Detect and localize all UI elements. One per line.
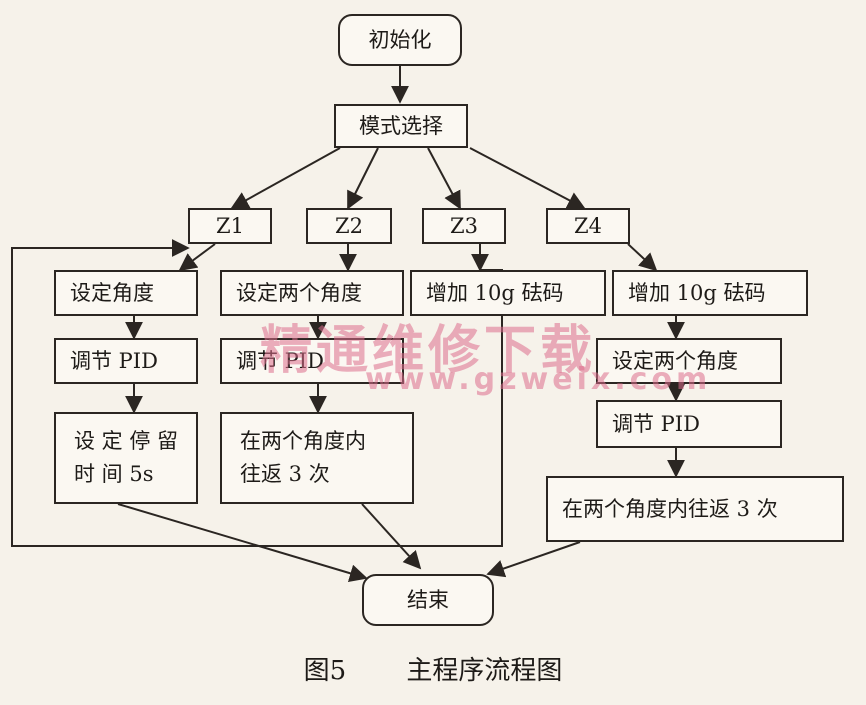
figure-caption: 图5 主程序流程图 — [0, 650, 866, 687]
node-z2-label: Z2 — [335, 213, 363, 238]
node-z2-reciprocate-label: 在两个角度内 往返 3 次 — [240, 429, 366, 486]
node-z4-adjust-pid: 调节 PID — [596, 400, 782, 448]
figure-caption-label: 图5 — [303, 656, 347, 686]
arrow-c4-to-end — [486, 541, 581, 578]
arrow-mode-to-z1 — [230, 147, 341, 209]
node-z4-adjust-pid-label: 调节 PID — [612, 411, 700, 436]
node-z2-adjust-pid: 调节 PID — [220, 338, 404, 384]
arrow-c1-to-end — [117, 503, 368, 582]
node-z4-label: Z4 — [574, 213, 602, 238]
node-z1-label: Z1 — [216, 213, 244, 238]
node-z4-add-weight-label: 增加 10g 砝码 — [628, 280, 766, 305]
arrow-z4-to-add-weight — [627, 243, 658, 272]
node-z3-label: Z3 — [450, 213, 478, 238]
figure-caption-title: 主程序流程图 — [406, 656, 563, 686]
node-z1-set-stay-time-label: 设 定 停 留 时 间 5s — [74, 429, 179, 486]
node-mode-select-label: 模式选择 — [359, 113, 443, 138]
arrow-z1-to-set-angle — [178, 243, 216, 272]
watermark-url: www.gzweix.com — [365, 362, 712, 397]
arrow-mode-to-z4 — [469, 147, 586, 209]
node-z1-set-angle: 设定角度 — [54, 270, 198, 316]
node-z2-reciprocate: 在两个角度内 往返 3 次 — [220, 412, 414, 504]
node-z1-set-stay-time: 设 定 停 留 时 间 5s — [54, 412, 198, 504]
node-z4-set-two-angles-label: 设定两个角度 — [612, 348, 738, 373]
node-z4-add-weight: 增加 10g 砝码 — [612, 270, 808, 316]
node-z3: Z3 — [422, 208, 506, 244]
node-z3-add-weight: 增加 10g 砝码 — [410, 270, 606, 316]
arrow-mode-to-z3 — [427, 147, 461, 210]
watermark-chinese: 精通维修下载 — [260, 321, 597, 381]
node-z4: Z4 — [546, 208, 630, 244]
node-z4-reciprocate-label: 在两个角度内往返 3 次 — [562, 496, 778, 521]
node-z4-set-two-angles: 设定两个角度 — [596, 338, 782, 384]
node-end: 结束 — [362, 574, 494, 626]
node-init: 初始化 — [338, 14, 462, 66]
node-z2-set-two-angles-label: 设定两个角度 — [236, 280, 362, 305]
node-mode-select: 模式选择 — [334, 104, 468, 148]
node-z4-reciprocate: 在两个角度内往返 3 次 — [546, 476, 844, 542]
arrow-mode-to-z2 — [347, 147, 379, 210]
node-z3-add-weight-label: 增加 10g 砝码 — [426, 280, 564, 305]
node-z1: Z1 — [188, 208, 272, 244]
node-end-label: 结束 — [407, 587, 449, 612]
arrow-c2-to-end — [361, 503, 422, 570]
node-init-label: 初始化 — [368, 27, 432, 52]
node-z2-adjust-pid-label: 调节 PID — [236, 348, 324, 373]
node-z1-set-angle-label: 设定角度 — [70, 280, 154, 305]
node-z2: Z2 — [306, 208, 392, 244]
node-z1-adjust-pid: 调节 PID — [54, 338, 198, 384]
node-z1-adjust-pid-label: 调节 PID — [70, 348, 158, 373]
node-z2-set-two-angles: 设定两个角度 — [220, 270, 404, 316]
